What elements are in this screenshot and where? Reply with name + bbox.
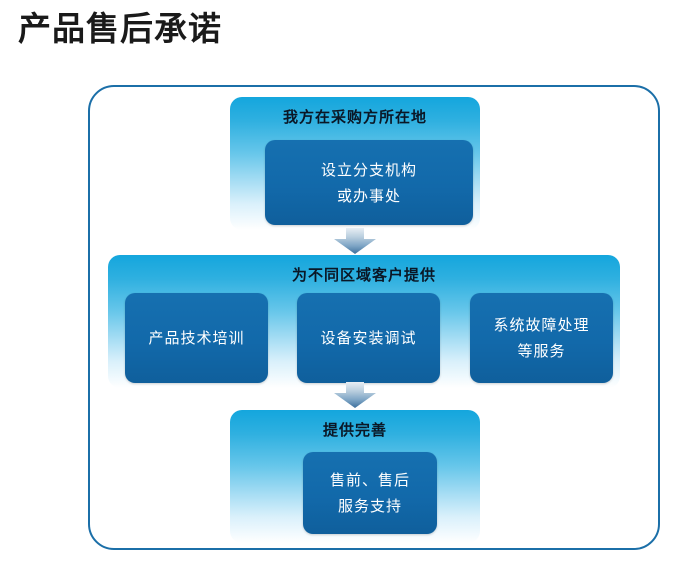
node-branch-office-label: 设立分支机构 或办事处 (320, 160, 417, 205)
node-fault-handling[interactable]: 系统故障处理 等服务 (470, 293, 613, 383)
stage-3-header: 提供完善 (322, 421, 387, 439)
node-equipment-install-label: 设备安装调试 (320, 329, 417, 347)
arrow-down-icon-2 (333, 382, 377, 409)
node-pre-post-sales-support[interactable]: 售前、售后 服务支持 (303, 452, 437, 534)
node-pre-post-sales-support-label: 售前、售后 服务支持 (329, 471, 410, 515)
arrow-down-icon-1 (333, 228, 377, 255)
stage-2-header: 为不同区域客户提供 (291, 266, 436, 284)
node-product-training-label: 产品技术培训 (148, 329, 245, 347)
node-equipment-install[interactable]: 设备安装调试 (297, 293, 440, 383)
node-branch-office[interactable]: 设立分支机构 或办事处 (265, 140, 473, 225)
node-product-training[interactable]: 产品技术培训 (125, 293, 268, 383)
node-fault-handling-label: 系统故障处理 等服务 (493, 316, 590, 360)
stage-1-header: 我方在采购方所在地 (282, 108, 427, 126)
page-title: 产品售后承诺 (18, 9, 222, 48)
diagram-frame (88, 85, 660, 550)
